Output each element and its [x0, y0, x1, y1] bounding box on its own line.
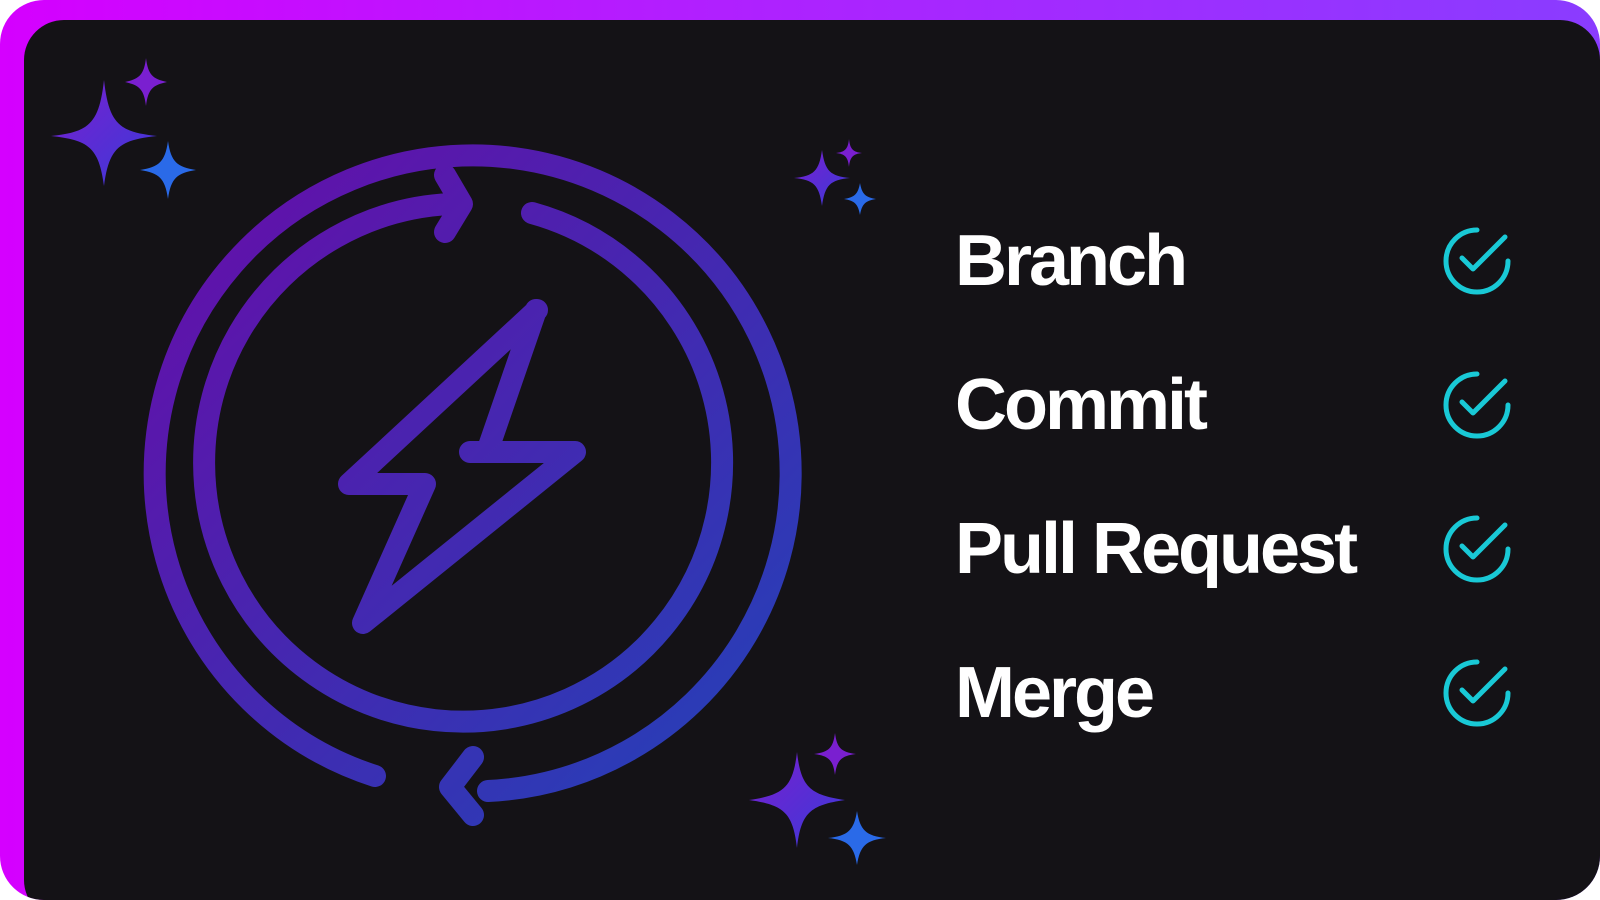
outer-arc — [143, 144, 802, 802]
step-label: Commit — [955, 365, 1208, 445]
check-circle-icon — [1443, 659, 1511, 727]
step-commit: Commit — [955, 360, 1515, 450]
check-circle-icon — [1443, 371, 1511, 439]
sparkle-icon — [794, 139, 876, 215]
step-branch: Branch — [955, 216, 1515, 306]
step-pull-request: Pull Request — [955, 504, 1515, 594]
step-label: Pull Request — [955, 509, 1358, 589]
outer-arrow-head — [439, 746, 484, 826]
sparkle-icon — [51, 58, 196, 199]
inner-arrow-head — [434, 164, 473, 243]
check-circle-icon — [1443, 515, 1511, 583]
check-circle-icon — [1443, 227, 1511, 295]
card-panel — [24, 20, 1600, 900]
step-merge: Merge — [955, 648, 1515, 738]
sparkle-icon — [749, 733, 886, 865]
step-label: Branch — [955, 221, 1188, 301]
inner-arc — [193, 193, 734, 733]
lightning-bolt — [338, 299, 586, 634]
sync-lightning-icon — [143, 144, 802, 826]
step-label: Merge — [955, 653, 1155, 733]
workflow-steps: Branch Commit Pull Request Merge — [955, 0, 1515, 900]
